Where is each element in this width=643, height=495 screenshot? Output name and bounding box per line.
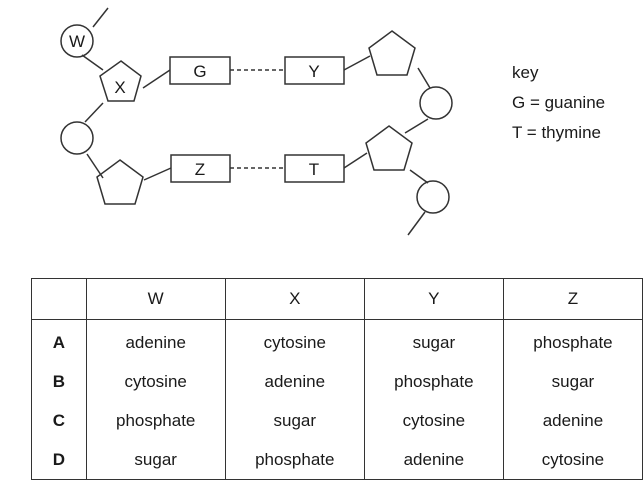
base-box-y xyxy=(284,56,345,85)
row-label: D xyxy=(31,440,87,480)
table-cell: phosphate xyxy=(363,362,504,401)
backbone-line xyxy=(407,211,426,236)
label-x: X xyxy=(114,78,125,97)
table-header-row: W X Y Z xyxy=(31,278,643,320)
backbone-line xyxy=(143,167,172,181)
backbone-line xyxy=(142,69,171,89)
sugar-pentagon-x xyxy=(99,60,142,102)
sugar-pentagon xyxy=(368,30,416,76)
row-label: C xyxy=(31,401,87,440)
backbone-line xyxy=(81,54,104,71)
key-title: key xyxy=(512,63,539,82)
table-cell: adenine xyxy=(363,440,504,480)
header-cell-x: X xyxy=(224,278,365,320)
phosphate-circle xyxy=(60,121,94,155)
row-label: A xyxy=(31,319,87,362)
table-cell: sugar xyxy=(224,401,365,440)
table-cell: cytosine xyxy=(502,440,643,480)
table-cell: sugar xyxy=(85,440,226,480)
base-box-g xyxy=(169,56,231,85)
backbone-line xyxy=(343,55,371,71)
header-cell-w: W xyxy=(85,278,226,320)
dna-diagram: W X G Y Z T xyxy=(60,7,453,236)
phosphate-circle xyxy=(416,180,450,214)
key-legend: key G = guanine T = thymine xyxy=(512,58,605,148)
phosphate-circle-w xyxy=(60,24,94,58)
table-cell: adenine xyxy=(224,362,365,401)
key-entry-thymine: T = thymine xyxy=(512,123,601,142)
table-cell: phosphate xyxy=(85,401,226,440)
backbone-line xyxy=(92,7,109,28)
table-cell: adenine xyxy=(85,319,226,362)
table-row: B cytosine adenine phosphate sugar xyxy=(31,362,643,401)
table-cell: adenine xyxy=(502,401,643,440)
label-g: G xyxy=(193,62,206,81)
label-y: Y xyxy=(308,62,319,81)
table-cell: cytosine xyxy=(224,319,365,362)
header-cell-z: Z xyxy=(502,278,643,320)
table-cell: phosphate xyxy=(502,319,643,362)
header-cell-blank xyxy=(31,278,87,320)
backbone-line xyxy=(343,152,368,169)
label-w: W xyxy=(69,32,85,51)
sugar-pentagon xyxy=(365,125,413,171)
backbone-line xyxy=(417,67,431,89)
label-z: Z xyxy=(195,160,205,179)
base-box-z xyxy=(170,154,231,183)
backbone-line xyxy=(84,102,104,123)
table-row: A adenine cytosine sugar phosphate xyxy=(31,319,643,362)
sugar-pentagon xyxy=(96,159,144,205)
table-row: C phosphate sugar cytosine adenine xyxy=(31,401,643,440)
label-t: T xyxy=(309,160,319,179)
table-cell: cytosine xyxy=(85,362,226,401)
answer-table: W X Y Z A adenine cytosine sugar phospha… xyxy=(31,278,643,480)
base-box-t xyxy=(284,154,345,183)
phosphate-circle xyxy=(419,86,453,120)
backbone-line xyxy=(404,118,429,134)
table-cell: sugar xyxy=(502,362,643,401)
table-cell: sugar xyxy=(363,319,504,362)
table-row: D sugar phosphate adenine cytosine xyxy=(31,440,643,480)
table-cell: cytosine xyxy=(363,401,504,440)
header-cell-y: Y xyxy=(363,278,504,320)
key-entry-guanine: G = guanine xyxy=(512,93,606,112)
backbone-line xyxy=(409,169,429,184)
row-label: B xyxy=(31,362,87,401)
table-cell: phosphate xyxy=(224,440,365,480)
